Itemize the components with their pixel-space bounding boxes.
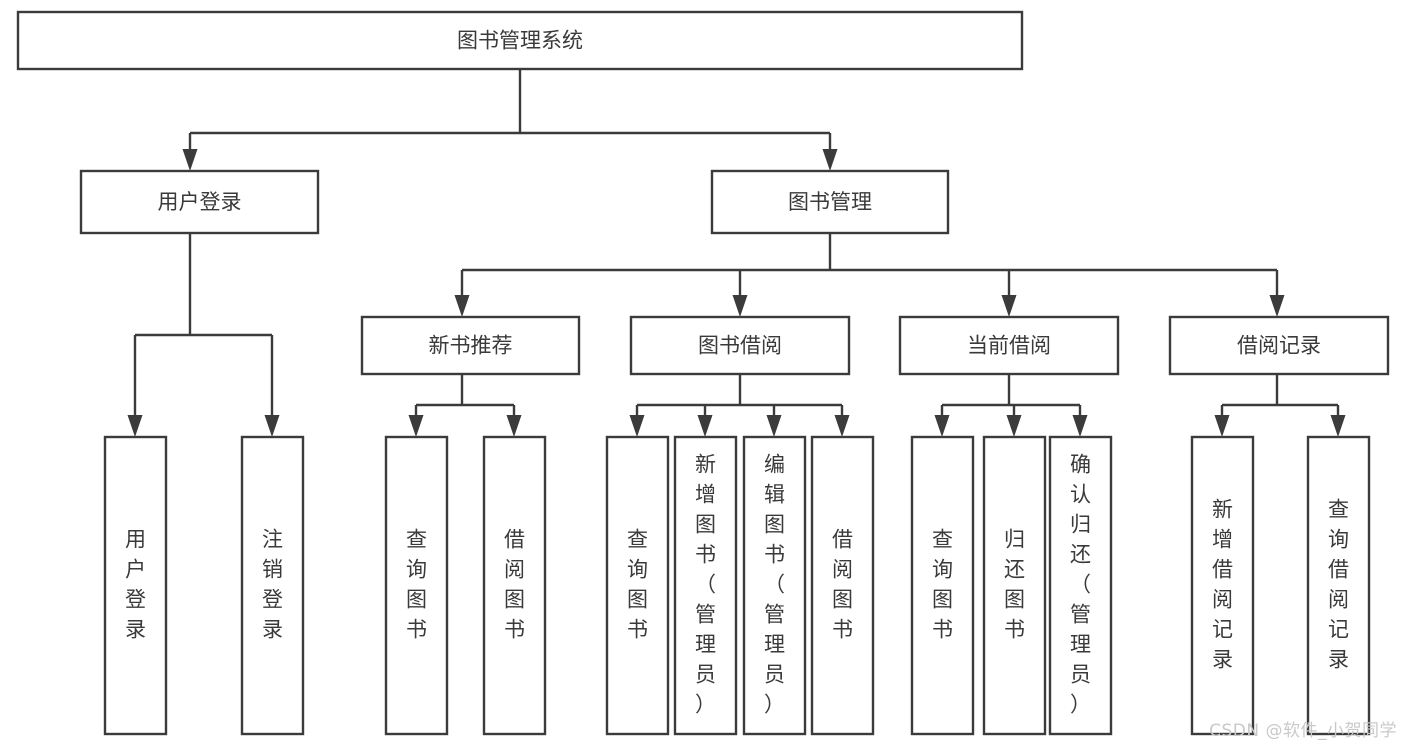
node-current-borrow[interactable]: 当前借阅	[898, 315, 1120, 376]
node-label: 图书借阅	[698, 334, 782, 358]
node-label: 借阅图书	[504, 528, 525, 642]
node-label: 注销登录	[262, 528, 283, 642]
node-label: 用户登录	[158, 190, 242, 214]
node-leaf-user-login[interactable]: 用户登录	[103, 435, 168, 736]
node-box[interactable]	[742, 435, 807, 736]
node-leaf-add-record[interactable]: 新增借阅记录	[1190, 435, 1255, 736]
node-label: 确认归还（管理员）	[1070, 453, 1091, 717]
node-box[interactable]	[1048, 435, 1113, 736]
node-box[interactable]	[810, 435, 875, 736]
node-label: 编辑图书（管理员）	[764, 453, 785, 717]
arrow-head-icon	[766, 415, 782, 437]
edge-group-current-borrow-leaves	[934, 374, 1088, 437]
node-box[interactable]	[710, 169, 950, 235]
node-leaf-logout[interactable]: 注销登录	[240, 435, 305, 736]
arrow-head-icon	[1330, 415, 1346, 437]
node-box[interactable]	[240, 435, 305, 736]
node-box[interactable]	[79, 169, 320, 235]
arrow-head-icon	[697, 415, 713, 437]
node-box[interactable]	[1306, 435, 1371, 736]
node-leaf-confirm-return[interactable]: 确认归还（管理员）	[1048, 435, 1113, 736]
arrow-head-icon	[934, 415, 950, 437]
node-box[interactable]	[673, 435, 738, 736]
arrow-head-icon	[454, 295, 470, 317]
node-leaf-query-book-1[interactable]: 查询图书	[384, 435, 449, 736]
node-box[interactable]	[1168, 315, 1390, 376]
node-box[interactable]	[898, 315, 1120, 376]
arrow-head-icon	[408, 415, 424, 437]
arrow-head-icon	[1006, 415, 1022, 437]
node-leaf-borrow-book-2[interactable]: 借阅图书	[810, 435, 875, 736]
arrow-head-icon	[732, 295, 748, 317]
arrow-head-icon	[822, 149, 838, 171]
edge-group-root-children	[182, 69, 838, 171]
node-label: 归还图书	[1004, 528, 1025, 642]
arrow-head-icon	[629, 415, 645, 437]
node-box[interactable]	[629, 315, 851, 376]
node-label: 图书管理	[788, 190, 872, 214]
node-label: 用户登录	[125, 528, 146, 642]
node-box[interactable]	[910, 435, 975, 736]
node-box[interactable]	[384, 435, 449, 736]
node-label: 借阅图书	[832, 528, 853, 642]
node-label: 图书管理系统	[457, 29, 583, 53]
node-label: 新书推荐	[429, 334, 513, 358]
node-box[interactable]	[982, 435, 1047, 736]
edge-group-book-borrow-leaves	[629, 374, 850, 437]
node-label: 当前借阅	[967, 334, 1051, 358]
node-box[interactable]	[482, 435, 547, 736]
arrow-head-icon	[506, 415, 522, 437]
edge-group-new-book-rec-leaves	[408, 374, 522, 437]
node-label: 查询图书	[406, 528, 427, 642]
node-new-book-rec[interactable]: 新书推荐	[360, 315, 581, 376]
node-root[interactable]: 图书管理系统	[16, 10, 1024, 71]
arrow-head-icon	[834, 415, 850, 437]
node-leaf-add-book[interactable]: 新增图书（管理员）	[673, 435, 738, 736]
node-box[interactable]	[16, 10, 1024, 71]
node-box[interactable]	[103, 435, 168, 736]
edge-group-borrow-record-leaves	[1214, 374, 1346, 437]
node-label: 新增借阅记录	[1212, 498, 1233, 672]
arrow-head-icon	[1269, 295, 1285, 317]
node-leaf-edit-book[interactable]: 编辑图书（管理员）	[742, 435, 807, 736]
node-box[interactable]	[360, 315, 581, 376]
node-label: 新增图书（管理员）	[695, 453, 716, 717]
arrow-head-icon	[1072, 415, 1088, 437]
edge-group-user-login-leaves	[127, 233, 280, 437]
edges-layer	[127, 69, 1346, 437]
node-leaf-query-record[interactable]: 查询借阅记录	[1306, 435, 1371, 736]
node-user-login[interactable]: 用户登录	[79, 169, 320, 235]
node-label: 查询借阅记录	[1328, 498, 1349, 672]
node-leaf-return-book[interactable]: 归还图书	[982, 435, 1047, 736]
arrow-head-icon	[127, 415, 143, 437]
node-leaf-borrow-book-1[interactable]: 借阅图书	[482, 435, 547, 736]
node-leaf-query-book-2[interactable]: 查询图书	[605, 435, 670, 736]
arrow-head-icon	[1214, 415, 1230, 437]
nodes-layer: 图书管理系统用户登录图书管理新书推荐图书借阅当前借阅借阅记录用户登录注销登录查询…	[16, 10, 1390, 736]
node-label: 查询图书	[627, 528, 648, 642]
arrow-head-icon	[264, 415, 280, 437]
node-borrow-record[interactable]: 借阅记录	[1168, 315, 1390, 376]
node-book-borrow[interactable]: 图书借阅	[629, 315, 851, 376]
node-box[interactable]	[605, 435, 670, 736]
node-label: 借阅记录	[1237, 334, 1321, 358]
node-leaf-query-book-3[interactable]: 查询图书	[910, 435, 975, 736]
arrow-head-icon	[1001, 295, 1017, 317]
node-box[interactable]	[1190, 435, 1255, 736]
arrow-head-icon	[182, 149, 198, 171]
node-label: 查询图书	[932, 528, 953, 642]
node-book-manage[interactable]: 图书管理	[710, 169, 950, 235]
edge-group-book-manage-children	[454, 233, 1285, 317]
